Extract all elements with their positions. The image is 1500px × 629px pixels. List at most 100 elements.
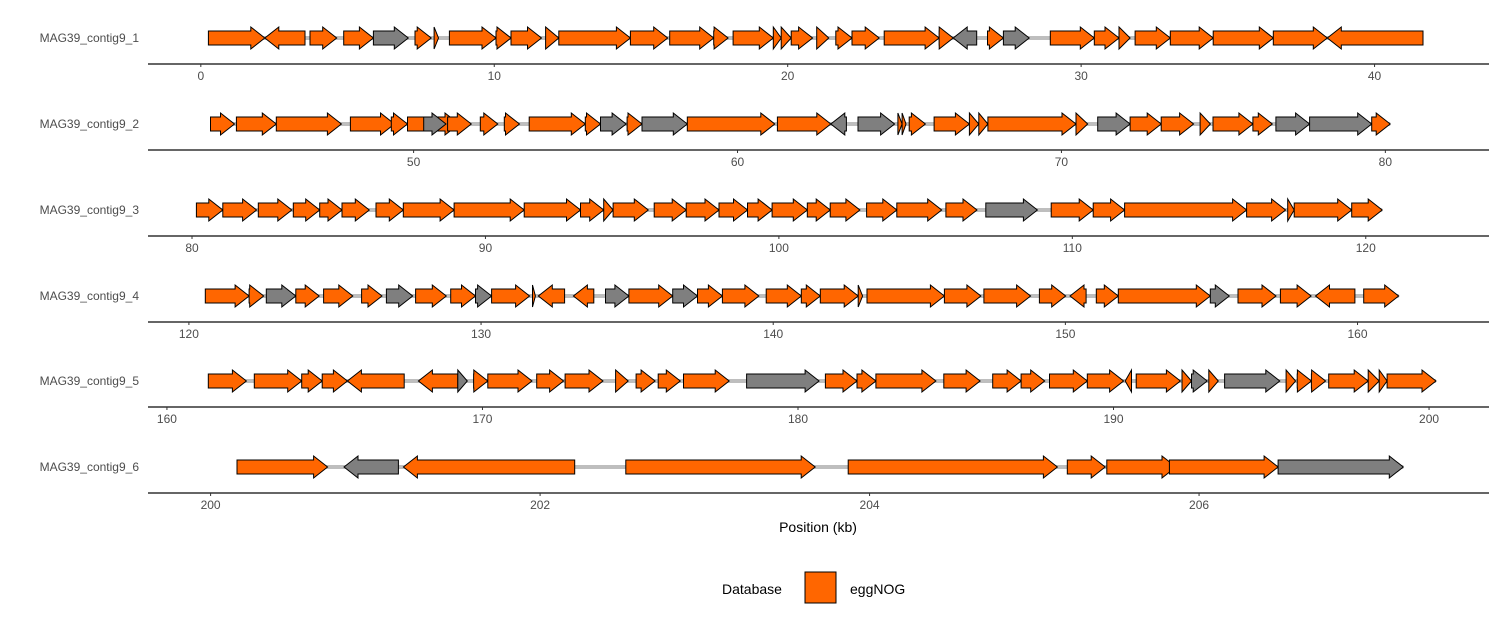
- gene-arrow: [943, 368, 981, 394]
- gene-arrow: [776, 111, 832, 137]
- gene-arrow: [983, 283, 1032, 309]
- gene-arrow: [319, 197, 343, 223]
- x-tick-label: 120: [1356, 241, 1376, 255]
- gene-arrow: [653, 197, 688, 223]
- gene-arrow: [746, 368, 820, 394]
- contig-label: MAG39_contig9_3: [40, 203, 140, 217]
- gene-arrow: [545, 25, 560, 51]
- gene-arrow: [1237, 283, 1277, 309]
- gene-arrow: [1252, 111, 1274, 137]
- gene-arrow: [343, 25, 375, 51]
- x-tick-label: 30: [1074, 69, 1088, 83]
- x-tick-label: 160: [1348, 327, 1368, 341]
- gene-arrow: [510, 25, 543, 51]
- gene-arrow: [1092, 197, 1126, 223]
- gene-arrow: [1093, 25, 1120, 51]
- gene-arrow: [584, 111, 602, 137]
- x-tick-label: 20: [781, 69, 795, 83]
- gene-arrow: [721, 283, 760, 309]
- x-tick-label: 100: [769, 241, 789, 255]
- gene-arrow: [1134, 25, 1172, 51]
- gene-arrow: [772, 25, 782, 51]
- gene-arrow: [938, 25, 955, 51]
- gene-arrow: [732, 25, 775, 51]
- gene-arrow: [1208, 368, 1219, 394]
- gene-arrow: [532, 284, 536, 308]
- gene-arrow: [626, 111, 643, 137]
- gene-arrow: [372, 25, 410, 51]
- gene-arrow: [824, 368, 858, 394]
- gene-arrow: [629, 25, 669, 51]
- x-tick-label: 202: [530, 498, 550, 512]
- gene-arrow: [883, 25, 940, 51]
- gene-arrow: [457, 368, 468, 394]
- contig-label: MAG39_contig9_1: [40, 31, 140, 45]
- gene-arrow: [847, 454, 1059, 480]
- gene-arrow: [1117, 283, 1212, 309]
- gene-arrow: [943, 283, 982, 309]
- gene-arrow: [1199, 111, 1212, 137]
- gene-arrow: [672, 283, 699, 309]
- x-tick-label: 160: [157, 412, 177, 426]
- gene-arrow: [908, 111, 927, 137]
- gene-arrow: [835, 25, 853, 51]
- gene-arrow: [1363, 283, 1400, 309]
- gene-arrow: [933, 111, 971, 137]
- x-tick-label: 140: [763, 327, 783, 341]
- gene-arrow: [1066, 454, 1107, 480]
- x-tick-label: 10: [488, 69, 502, 83]
- gene-arrow: [275, 111, 343, 137]
- gene-arrow: [1285, 368, 1297, 394]
- gene-arrow: [829, 197, 861, 223]
- gene-arrow: [309, 25, 338, 51]
- gene-arrow: [1212, 25, 1275, 51]
- gene-arrow: [683, 368, 731, 394]
- gene-arrow: [780, 25, 792, 51]
- x-tick-label: 90: [479, 241, 493, 255]
- gene-arrow: [292, 197, 321, 223]
- x-tick-label: 170: [472, 412, 492, 426]
- gene-arrow: [1086, 368, 1125, 394]
- x-tick-label: 130: [471, 327, 491, 341]
- gene-arrow: [503, 111, 521, 137]
- gene-arrow: [341, 197, 371, 223]
- gene-arrow: [473, 368, 489, 394]
- x-tick-label: 50: [407, 155, 421, 169]
- gene-arrow: [1272, 25, 1329, 51]
- x-tick-label: 200: [201, 498, 221, 512]
- gene-arrow: [605, 283, 630, 309]
- gene-arrow: [1118, 25, 1131, 51]
- gene-arrow: [896, 197, 943, 223]
- legend-swatch-eggnog: [804, 571, 837, 604]
- gene-arrow: [1371, 111, 1392, 137]
- gene-arrow: [323, 283, 354, 309]
- x-tick-label: 200: [1419, 412, 1439, 426]
- gene-arrow: [771, 197, 809, 223]
- gene-arrow: [901, 112, 907, 136]
- gene-arrow: [263, 25, 306, 51]
- gene-arrow: [385, 283, 414, 309]
- gene-arrow: [816, 25, 830, 51]
- gene-arrow: [1367, 368, 1380, 394]
- gene-arrow: [1106, 454, 1177, 480]
- legend: Database eggNOG: [722, 571, 905, 604]
- gene-arrow: [945, 197, 978, 223]
- gene-arrow: [856, 368, 877, 394]
- gene-arrow: [669, 25, 715, 51]
- gene-arrow: [612, 197, 650, 223]
- gene-arrow: [992, 368, 1022, 394]
- x-tick-label: 150: [1055, 327, 1075, 341]
- gene-arrow: [857, 284, 864, 308]
- gene-arrow: [968, 111, 980, 137]
- gene-arrow: [453, 197, 526, 223]
- gene-arrow: [1181, 368, 1193, 394]
- gene-arrow: [829, 111, 847, 137]
- gene-arrow: [1075, 111, 1089, 137]
- gene-arrow: [1124, 197, 1248, 223]
- gene-arrow: [375, 197, 405, 223]
